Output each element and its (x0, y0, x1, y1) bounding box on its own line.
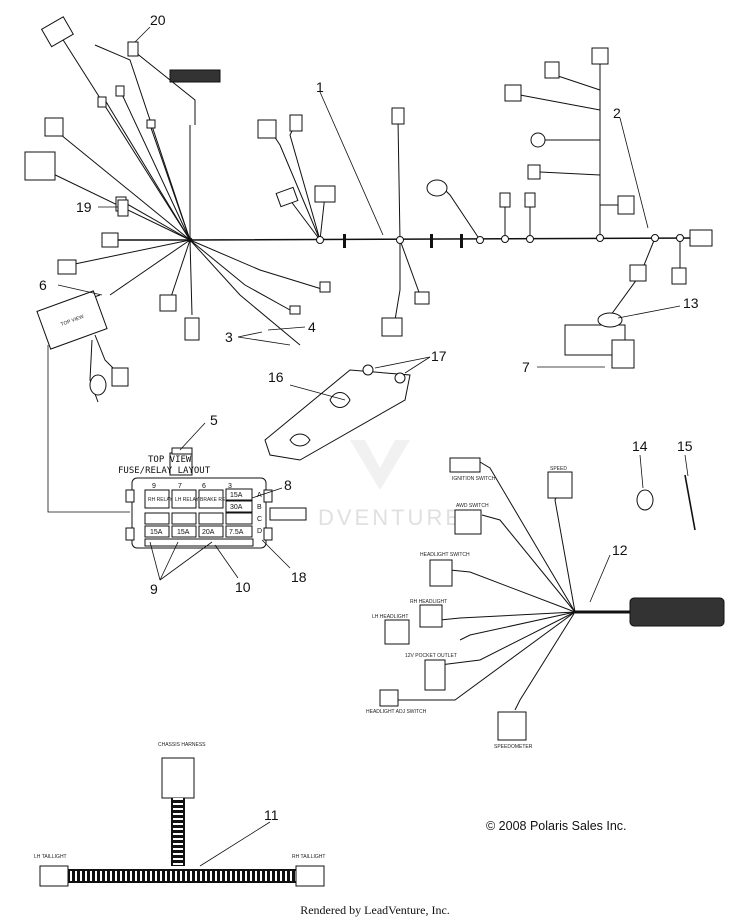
callout-3: 3 (225, 329, 233, 345)
label-headlight-switch: HEADLIGHT SWITCH (420, 552, 470, 558)
tail-light-harness: CHASSIS HARNESS LH TAILLIGHT RH TAILLIGH… (34, 742, 325, 887)
callout-20: 20 (150, 12, 166, 28)
callout-18: 18 (291, 569, 307, 585)
dash-sub-harness: IGNITION SWITCH SPEED AWD SWITCH HEADLIG… (366, 457, 725, 750)
callout-12: 12 (612, 542, 628, 558)
harness-connectors (24, 16, 713, 369)
relay-lh-label: LH RELAY (175, 497, 199, 503)
label-rh-taillight: RH TAILLIGHT (292, 854, 325, 860)
slot-9: 9 (152, 483, 156, 490)
callout-11: 11 (264, 807, 279, 823)
label-speedometer: SPEEDOMETER (494, 744, 533, 750)
leadventure-watermark: DVENTURE (318, 440, 463, 530)
label-chassis-harness: CHASSIS HARNESS (158, 742, 206, 748)
label-awd: AWD SWITCH (456, 503, 489, 509)
callout-10: 10 (235, 579, 251, 595)
label-lh-taillight: LH TAILLIGHT (34, 854, 67, 860)
slot-6: 6 (202, 483, 206, 490)
footer-credit: Rendered by LeadVenture, Inc. (300, 903, 450, 917)
callout-8: 8 (284, 477, 292, 493)
callout-1: 1 (316, 79, 324, 95)
label-rh-headlight: RH HEADLIGHT (410, 599, 447, 605)
label-lh-headlight: LH HEADLIGHT (372, 614, 408, 620)
copyright-notice: © 2008 Polaris Sales Inc. (486, 819, 627, 833)
main-harness (44, 34, 701, 346)
callout-6: 6 (39, 277, 47, 293)
label-power-outlet: 12V POCKET OUTLET (405, 653, 457, 659)
callout-9: 9 (150, 581, 158, 597)
slot-d: D (257, 528, 262, 535)
clip-and-tie (636, 474, 696, 531)
svg-text:DVENTURE: DVENTURE (318, 505, 463, 530)
slot-7: 7 (178, 483, 182, 490)
fuse-layout-title-1: TOP VIEW (148, 455, 192, 465)
slot-3: 3 (228, 483, 232, 490)
callout-numbers: 1 2 3 4 5 6 7 8 9 10 11 12 13 14 15 16 1… (39, 12, 699, 823)
callout-15: 15 (677, 438, 693, 454)
mounting-plate (264, 364, 411, 461)
fuse-box: TOP VIEW FUSE/RELAY LAYOUT 9 7 6 3 A B C… (118, 455, 307, 549)
callout-17: 17 (431, 348, 447, 364)
fuse-row-3: 20A (202, 529, 215, 536)
callout-13: 13 (683, 295, 699, 311)
fuse-row-2: 15A (177, 529, 190, 536)
callout-7: 7 (522, 359, 530, 375)
leader-lines (57, 26, 689, 867)
callout-2: 2 (613, 105, 621, 121)
label-ignition: IGNITION SWITCH (452, 476, 496, 482)
slot-b: B (257, 504, 262, 511)
callout-16: 16 (268, 369, 284, 385)
fuse-layout-title-2: FUSE/RELAY LAYOUT (118, 466, 211, 476)
fuse-row-1: 15A (150, 529, 163, 536)
callout-4: 4 (308, 319, 316, 335)
relay-rh-label: RH RELAY (148, 497, 173, 503)
relay-brake-label: BRAKE RELAY (200, 497, 235, 503)
callout-14: 14 (632, 438, 648, 454)
fuse-row-4: 7.5A (229, 529, 244, 536)
fuse-b-value: 30A (230, 504, 243, 511)
label-speed: SPEED (550, 466, 567, 472)
fuse-a-value: 15A (230, 492, 243, 499)
slot-c: C (257, 516, 262, 523)
callout-5: 5 (210, 412, 218, 428)
label-headlight-adjust: HEADLIGHT ADJ SWITCH (366, 709, 427, 715)
callout-19: 19 (76, 199, 92, 215)
control-module: TOP VIEW (36, 290, 130, 513)
